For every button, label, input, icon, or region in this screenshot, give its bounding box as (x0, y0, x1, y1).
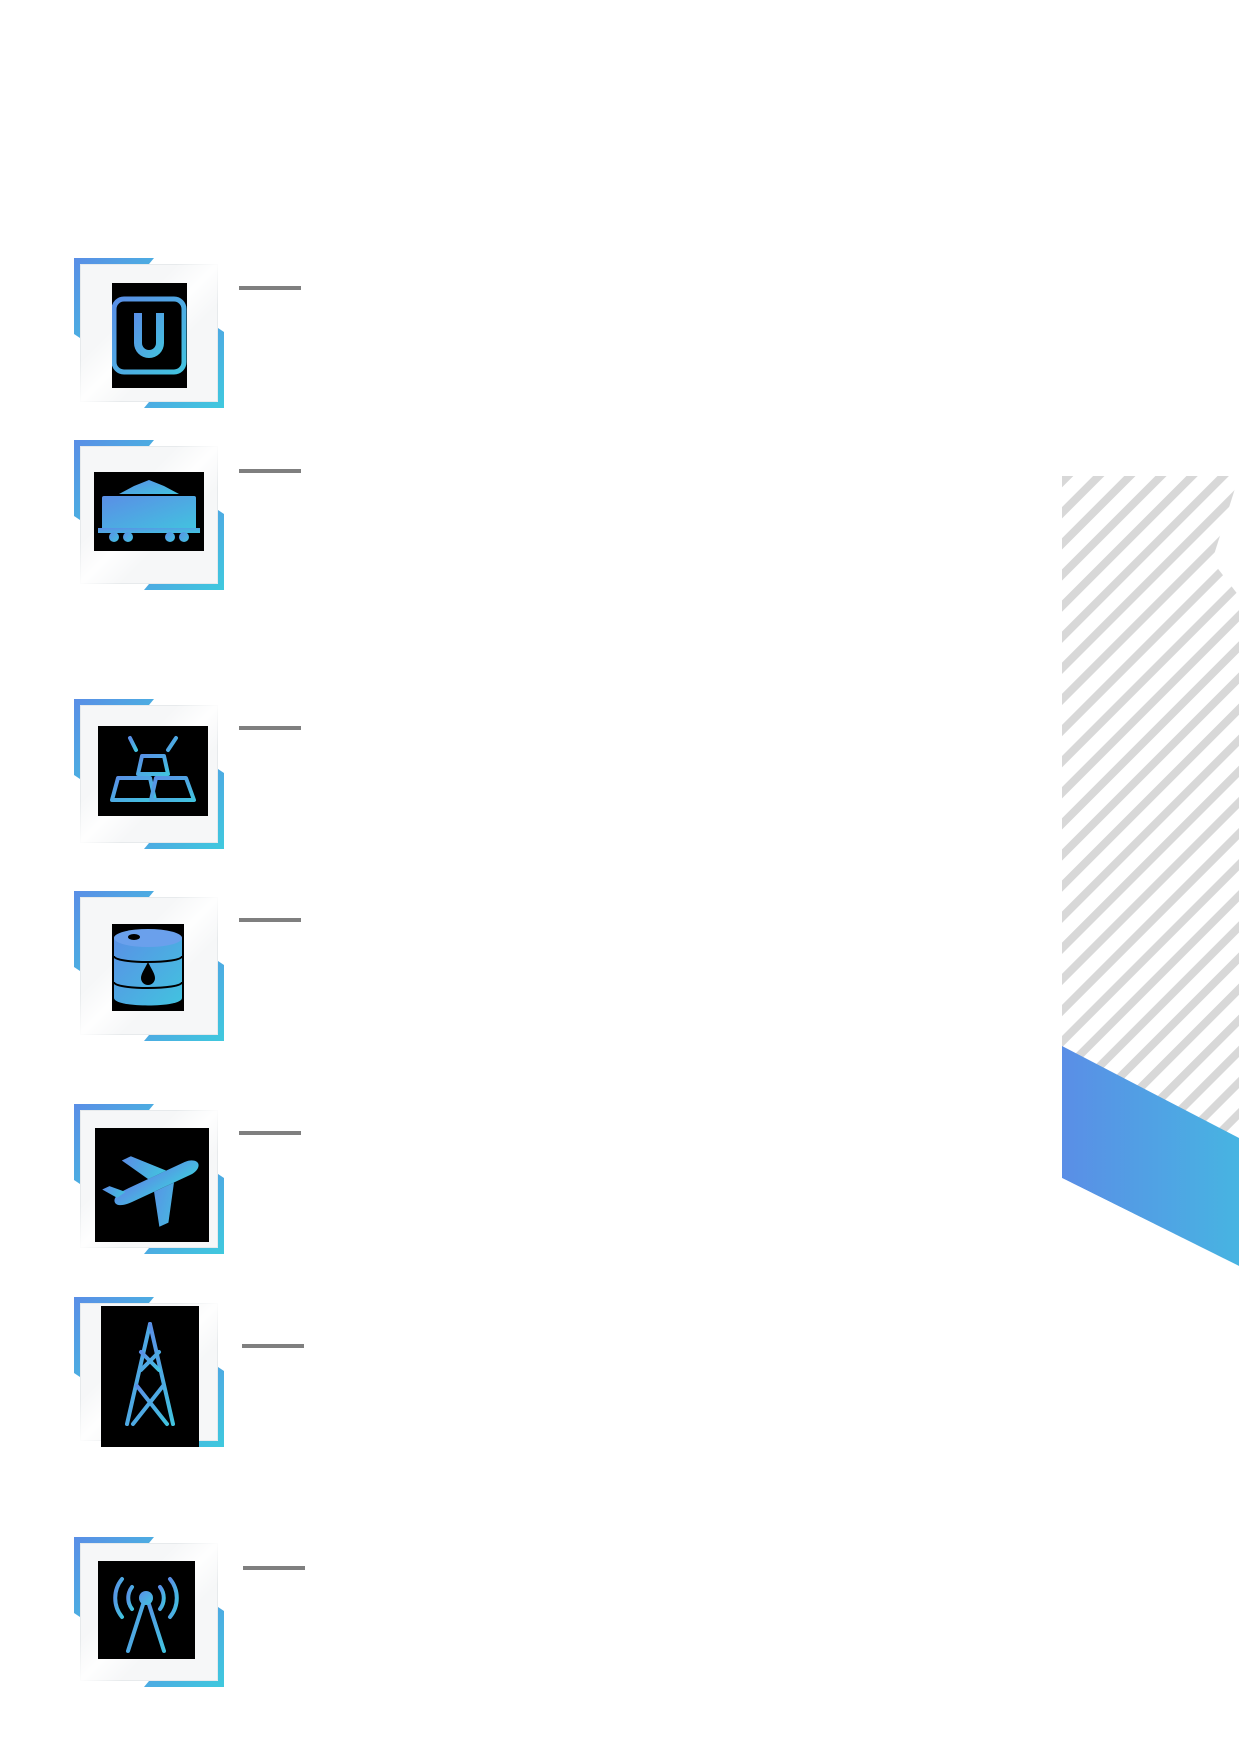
divider (239, 726, 301, 730)
list-item (74, 1297, 224, 1447)
accent-band (1062, 1046, 1239, 1266)
list-item (74, 1104, 224, 1254)
divider (239, 1131, 301, 1135)
divider (239, 286, 301, 290)
coal-railcar-icon (94, 472, 204, 551)
divider (239, 469, 301, 473)
divider (242, 1344, 304, 1348)
list-item (74, 440, 224, 590)
airplane-icon (95, 1128, 209, 1242)
decorative-stripes (1062, 476, 1239, 1266)
list-item (74, 258, 224, 408)
divider (239, 918, 301, 922)
oil-barrel-icon (112, 924, 184, 1011)
radio-tower-icon (98, 1561, 195, 1659)
list-item (74, 891, 224, 1041)
list-item (74, 699, 224, 849)
list-item (74, 1537, 224, 1687)
uranium-icon (112, 283, 187, 388)
divider (243, 1566, 305, 1570)
gold-bars-icon (98, 726, 208, 816)
power-pylon-icon (101, 1306, 199, 1447)
